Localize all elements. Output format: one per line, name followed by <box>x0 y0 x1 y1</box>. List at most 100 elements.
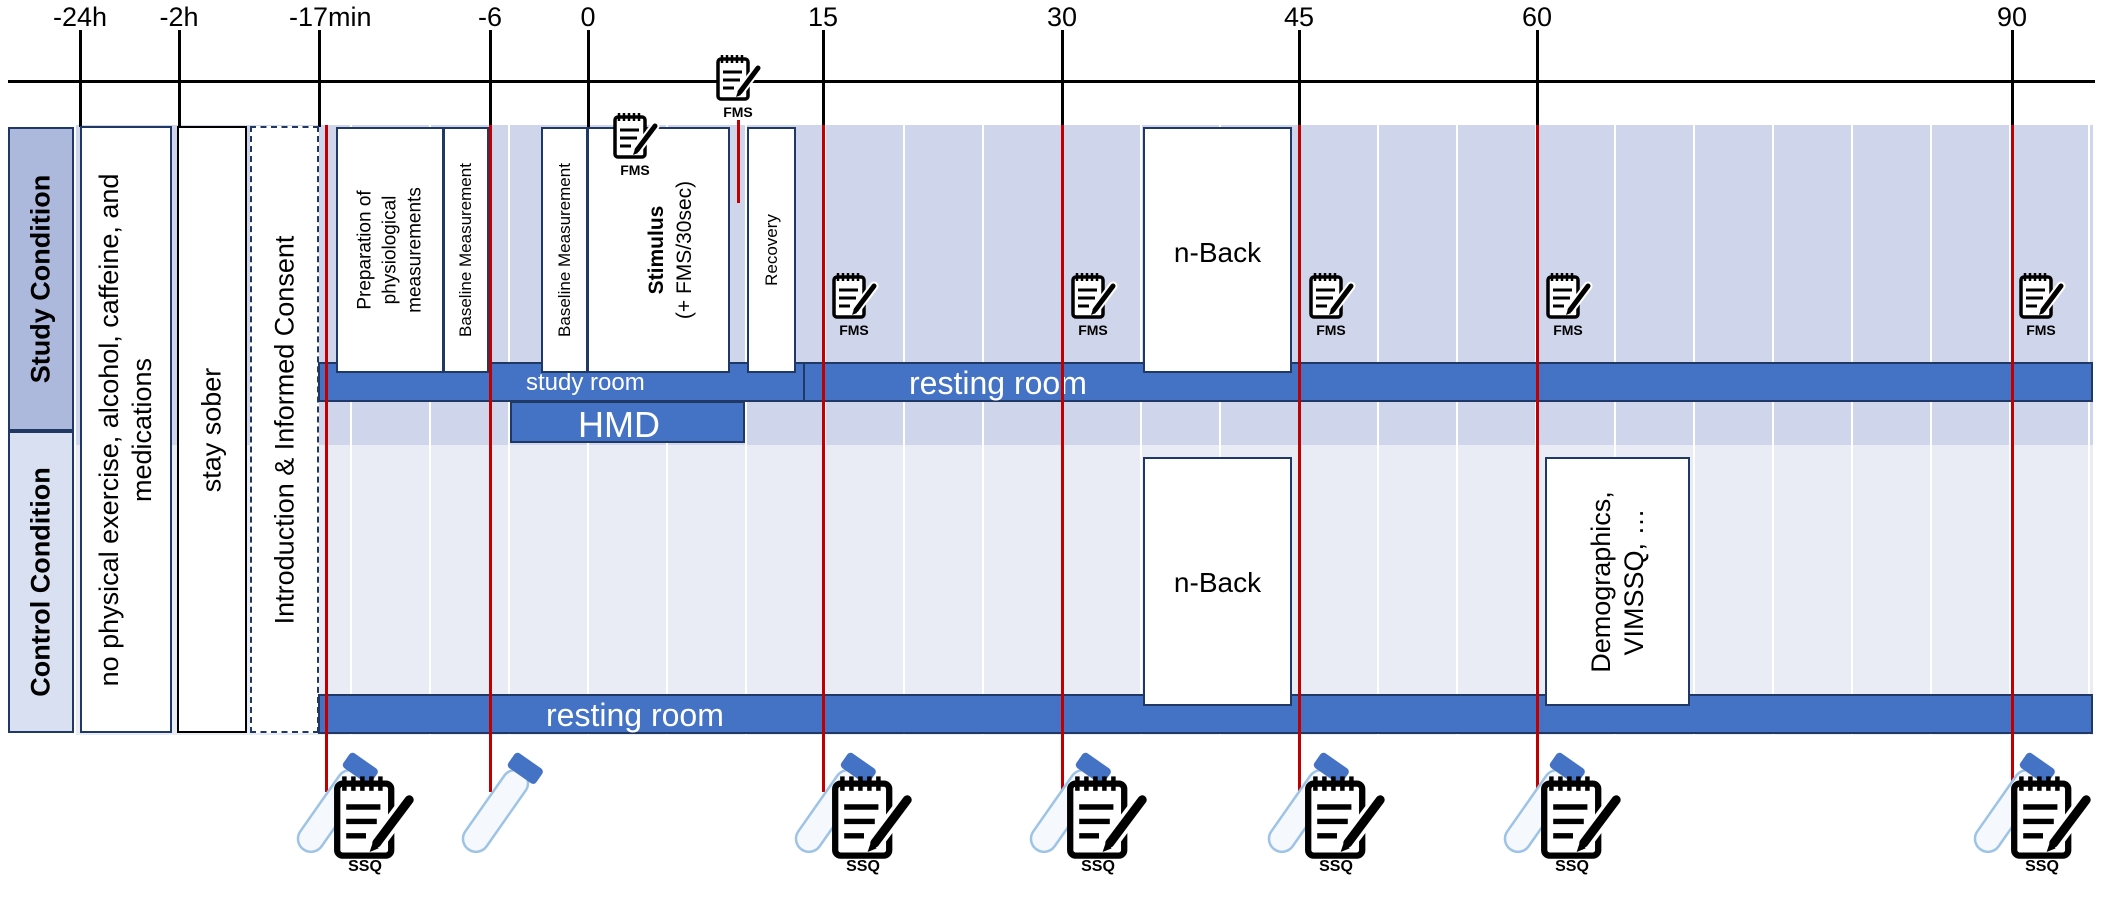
control-condition-text: Control Condition <box>25 467 56 697</box>
notepad-pencil-icon <box>1305 776 1389 859</box>
axis-tick-45 <box>1298 30 1301 127</box>
preparation-block: Preparation of physiological measurement… <box>336 127 444 373</box>
axis-tick-label-minus17min: -17min <box>289 2 372 32</box>
axis-tick-label-15: 15 <box>807 2 839 32</box>
ssq-label: SSQ <box>2025 858 2059 875</box>
ssq-label: SSQ <box>1319 858 1353 875</box>
demographics-line-2: VIMSSQ, … <box>1618 507 1649 656</box>
saliva-tube-icon <box>461 752 543 854</box>
axis-tick-label-minus6: -6 <box>477 2 502 32</box>
notepad-pencil-icon <box>1546 273 1593 319</box>
measurement-line-90 <box>2011 125 2014 792</box>
notepad-pencil-icon <box>1309 273 1356 319</box>
fms-marker: FMS <box>1303 268 1359 340</box>
axis-tick-zero <box>587 30 590 127</box>
ssq-marker: SSQ <box>1261 748 1391 883</box>
measurement-line-30 <box>1061 125 1064 792</box>
preparation-line-3: measurements <box>404 187 426 313</box>
resting-room-bar-study: resting room <box>803 362 2093 402</box>
band-gridline <box>429 125 431 735</box>
band-gridline <box>1377 125 1379 735</box>
ssq-label: SSQ <box>1081 858 1115 875</box>
stimulus-title: Stimulus <box>644 205 668 295</box>
control-condition-label: Control Condition <box>8 431 74 733</box>
fms-label: FMS <box>2026 322 2056 338</box>
notepad-pencil-icon <box>1541 776 1625 859</box>
notepad-pencil-icon <box>1071 273 1118 319</box>
nback-study-text: n-Back <box>1173 237 1262 268</box>
fms-label: FMS <box>723 104 753 120</box>
fms-label: FMS <box>1316 322 1346 338</box>
band-gridline <box>824 125 826 735</box>
hmd-bar: HMD <box>510 401 745 445</box>
introduction-consent-text: Introduction & Informed Consent <box>269 235 299 624</box>
axis-tick-30 <box>1061 30 1064 127</box>
band-gridline <box>2088 125 2090 735</box>
axis-tick-label-45: 45 <box>1283 2 1315 32</box>
control-condition-band <box>76 445 2093 735</box>
band-gridline <box>1772 125 1774 735</box>
measurement-line-60 <box>1536 125 1539 792</box>
fms-marker: FMS <box>1065 268 1121 340</box>
band-gridline <box>982 125 984 735</box>
ssq-marker: SSQ <box>788 748 918 883</box>
band-gridline <box>1614 125 1616 735</box>
measurement-line-minus6 <box>489 125 492 792</box>
nback-block-control: n-Back <box>1143 457 1292 706</box>
nback-block-study: n-Back <box>1143 127 1292 373</box>
axis-tick-minus6 <box>489 30 492 127</box>
axis-tick-90 <box>2011 30 2014 127</box>
band-gridline <box>745 125 747 735</box>
axis-tick-label-90: 90 <box>1996 2 2028 32</box>
ssq-marker: SSQ <box>290 748 420 883</box>
demographics-line-1: Demographics, <box>1585 490 1616 673</box>
fms-label: FMS <box>1553 322 1583 338</box>
abstinence-line-2: medications <box>127 357 157 502</box>
preparation-line-1: Preparation of <box>354 190 376 310</box>
axis-tick-minus24h <box>79 30 82 127</box>
ssq-marker: SSQ <box>1023 748 1153 883</box>
study-room-label: study room <box>526 369 645 396</box>
band-gridline <box>350 125 352 735</box>
ssq-label: SSQ <box>1555 858 1589 875</box>
band-gridline <box>1456 125 1458 735</box>
axis-tick-label-30: 30 <box>1046 2 1078 32</box>
band-gridline <box>1851 125 1853 735</box>
fms-marker: FMS <box>710 50 766 122</box>
band-gridline <box>1140 125 1142 735</box>
measurement-line-15 <box>822 125 825 792</box>
stimulus-block: Stimulus (+ FMS/30sec) <box>587 127 730 373</box>
hmd-label: HMD <box>578 404 660 445</box>
fms-marker: FMS <box>826 268 882 340</box>
band-gridline <box>1219 125 1221 735</box>
band-gridline <box>1693 125 1695 735</box>
demographics-block: Demographics, VIMSSQ, … <box>1545 457 1690 706</box>
measurement-line-45 <box>1298 125 1301 792</box>
stimulus-subtitle: (+ FMS/30sec) <box>672 180 696 320</box>
axis-tick-60 <box>1536 30 1539 127</box>
fms-label: FMS <box>620 162 650 178</box>
axis-tick-label-minus2h: -2h <box>159 2 199 32</box>
notepad-pencil-icon <box>334 776 418 859</box>
notepad-pencil-icon <box>832 776 916 859</box>
baseline-2-text: Baseline Measurement <box>554 163 574 337</box>
axis-tick-label-minus24h: -24h <box>52 2 108 32</box>
abstinence-line-1: no physical exercise, alcohol, caffeine,… <box>94 173 124 686</box>
baseline-block-1: Baseline Measurement <box>443 127 489 373</box>
abstinence-phase: no physical exercise, alcohol, caffeine,… <box>80 126 172 733</box>
stimulus-fms-marker <box>737 120 740 203</box>
notepad-pencil-icon <box>716 55 763 101</box>
study-condition-label: Study Condition <box>8 127 74 431</box>
measurement-line-minus17 <box>325 125 328 792</box>
timeline-axis <box>8 80 2095 83</box>
nback-control-text: n-Back <box>1173 567 1262 598</box>
notepad-pencil-icon <box>1067 776 1151 859</box>
axis-tick-label-zero: 0 <box>580 2 596 32</box>
resting-room-study-label: resting room <box>909 365 1087 401</box>
axis-tick-15 <box>822 30 825 127</box>
axis-tick-minus17min <box>318 30 321 127</box>
fms-marker: FMS <box>2013 268 2069 340</box>
fms-marker: FMS <box>1540 268 1596 340</box>
notepad-pencil-icon <box>2019 273 2066 319</box>
